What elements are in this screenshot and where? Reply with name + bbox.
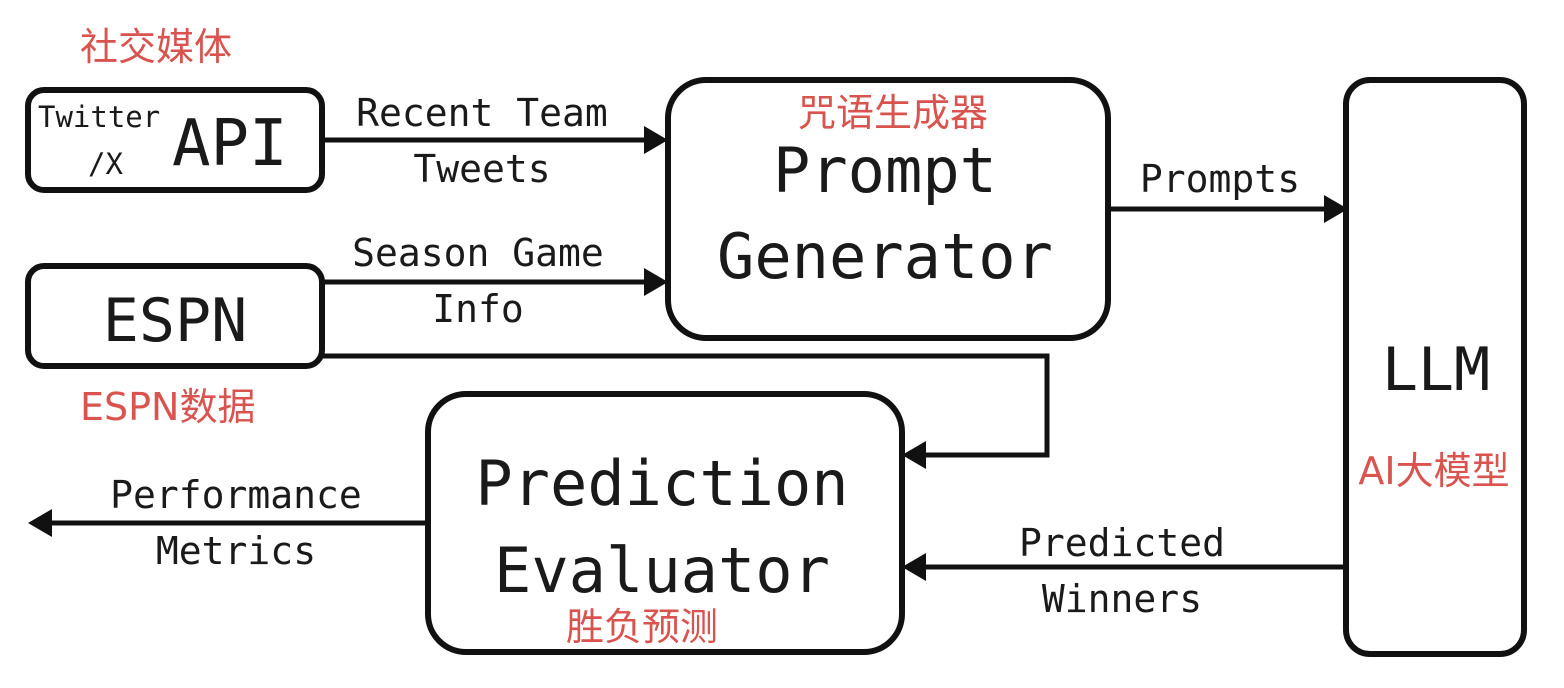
edge-season-arrowhead [644,268,668,296]
api-label: API [172,107,288,181]
twitter-x-label: /X [88,147,123,181]
prompt-generator-line1: Prompt [773,134,997,207]
edge-predicted-label-line1: Predicted [1019,521,1225,565]
edge-espn-evaluator-arrowhead [902,441,926,469]
annotation-prompt-generator: 咒语生成器 [798,91,988,135]
prediction-evaluator-line2: Evaluator [494,534,830,607]
prediction-evaluator-box [425,391,905,655]
edge-season-label-line1: Season Game [352,231,604,275]
edges [28,126,1348,581]
node-prompt-generator: Prompt Generator [665,77,1111,341]
prediction-evaluator-line1: Prediction [475,447,848,520]
edge-tweets-arrowhead [644,126,668,154]
edge-predicted-label-line2: Winners [1042,577,1202,621]
annotation-espn-data: ESPN数据 [80,385,255,429]
espn-label: ESPN [103,286,248,356]
llm-box [1343,77,1527,657]
edge-prompts-label: Prompts [1140,157,1300,201]
annotation-ai-model: AI大模型 [1358,449,1509,493]
espn-box [25,263,325,369]
annotation-social-media: 社交媒体 [80,25,232,69]
twitter-api-box [25,87,325,193]
edge-performance-label-line1: Performance [110,473,362,517]
twitter-label: Twitter [38,100,160,134]
node-twitter-api: Twitter /X API [25,87,325,193]
prompt-generator-box [665,77,1111,341]
edge-tweets-label-line1: Recent Team [356,91,608,135]
annotation-win-loss-prediction: 胜负预测 [566,605,718,649]
edge-predicted-arrowhead [902,553,926,581]
llm-label: LLM [1382,335,1490,405]
node-prediction-evaluator: Prediction Evaluator [425,391,905,655]
edge-performance-label-line2: Metrics [156,529,316,573]
edge-espn-evaluator-line [322,353,1050,458]
prompt-generator-line2: Generator [717,220,1053,293]
edge-tweets-label-line2: Tweets [413,147,550,191]
edge-performance-arrowhead [28,509,52,537]
node-espn: ESPN [25,263,325,369]
annotations: 社交媒体 咒语生成器 ESPN数据 AI大模型 胜负预测 [80,25,1510,649]
edge-season-label-line2: Info [432,287,524,331]
edge-prompts-arrowhead [1324,195,1348,223]
node-llm: LLM [1343,77,1527,657]
edge-labels: Recent Team Tweets Season Game Info Prom… [110,91,1300,621]
